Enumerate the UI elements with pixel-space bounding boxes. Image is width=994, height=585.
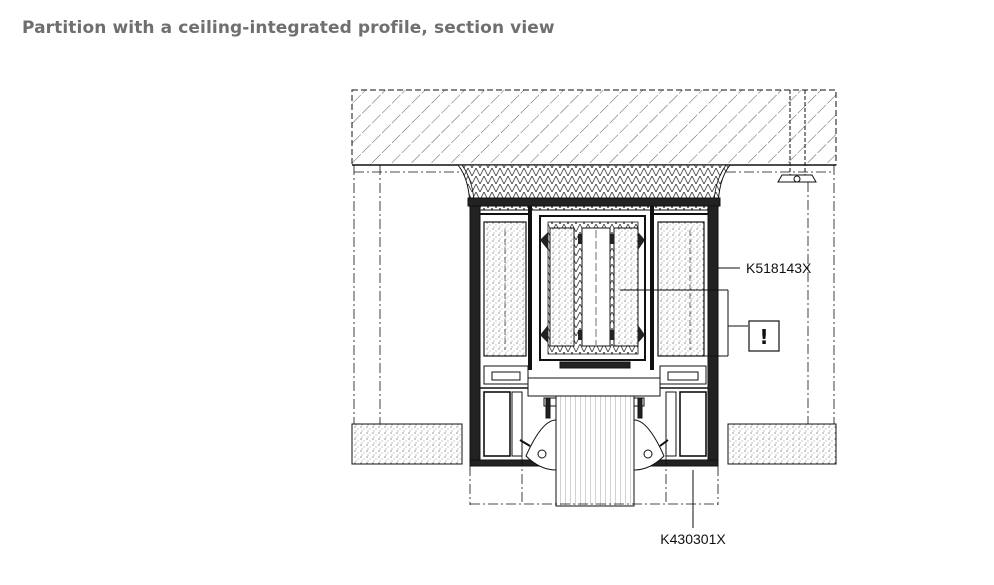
room-outline — [353, 165, 835, 425]
brush-seals — [519, 419, 669, 471]
warning-box: ! — [748, 320, 780, 352]
warning-bracket — [620, 289, 748, 357]
right-insulation-panel — [657, 221, 705, 357]
ceiling-profile — [467, 197, 721, 467]
page-title: Partition with a ceiling-integrated prof… — [22, 18, 555, 38]
door-leaf — [555, 395, 635, 507]
ceiling-slab — [351, 89, 837, 166]
callout-lower-part: K430301X — [660, 531, 726, 547]
ceiling-anchor — [777, 90, 817, 183]
dimension-lines — [469, 456, 719, 505]
glazing-cassette — [539, 215, 646, 361]
floor-right — [727, 423, 837, 465]
floor-left — [351, 423, 463, 465]
left-insulation-panel — [483, 221, 527, 357]
callout-upper-part: K518143X — [746, 260, 812, 276]
exclamation-icon: ! — [759, 325, 768, 349]
